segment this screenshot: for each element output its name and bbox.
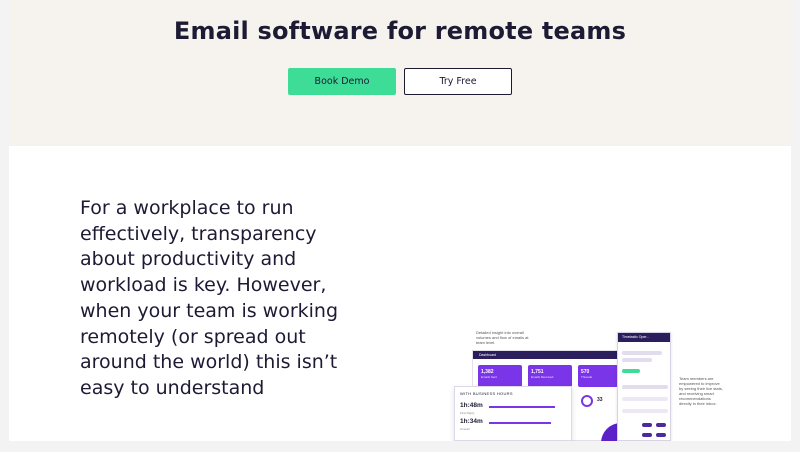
stat-card-label: Emails Sent xyxy=(481,375,498,379)
donut-icon xyxy=(581,395,593,407)
product-illustration: Detailed insight into overall volumes an… xyxy=(439,320,723,441)
page: Email software for remote teams Book Dem… xyxy=(9,0,791,441)
stat-card: 570 Threads xyxy=(578,365,618,387)
stat-card-label: Emails Received xyxy=(531,375,554,379)
stat-card-value: 1,751 xyxy=(531,369,544,375)
panel-bar xyxy=(622,397,668,401)
stat-card-value: 1,382 xyxy=(481,369,494,375)
inbox-panel: Timetastic Oper... xyxy=(617,332,671,441)
panel-button xyxy=(642,433,652,437)
hero-section: Email software for remote teams Book Dem… xyxy=(9,0,791,146)
panel-button xyxy=(642,423,652,427)
illustration-note-right: Team members are empowered to improve by… xyxy=(679,376,723,406)
panel-bar xyxy=(622,409,668,413)
panel-tag xyxy=(622,369,640,373)
metric-bar xyxy=(489,422,551,424)
business-hours-title: WITH BUSINESS HOURS xyxy=(460,391,513,396)
illustration-note-left: Detailed insight into overall volumes an… xyxy=(476,330,529,345)
panel-title: Timetastic Oper... xyxy=(618,333,670,342)
hero-title: Email software for remote teams xyxy=(173,17,627,45)
panel-button xyxy=(656,433,666,437)
panel-bar xyxy=(622,358,652,362)
panel-bar xyxy=(622,351,662,355)
metric-value: 1h:34m xyxy=(460,418,483,425)
stat-value: 33 xyxy=(597,397,603,403)
intro-paragraph: For a workplace to run effectively, tran… xyxy=(80,197,339,399)
panel-bar xyxy=(622,385,668,389)
book-demo-button[interactable]: Book Demo xyxy=(288,68,396,95)
metric-label: Overall xyxy=(460,427,470,431)
metric-value: 1h:48m xyxy=(460,402,483,409)
stat-card: 1,382 Emails Sent xyxy=(478,365,522,387)
stat-card-value: 570 xyxy=(581,369,590,375)
try-free-button[interactable]: Try Free xyxy=(404,68,512,95)
dashboard-title: Dashboard xyxy=(473,351,631,359)
metric-bar xyxy=(489,406,555,408)
stat-card: 1,751 Emails Received xyxy=(528,365,572,387)
panel-button xyxy=(656,423,666,427)
business-hours-card: WITH BUSINESS HOURS 1h:48m First Reply 1… xyxy=(454,386,572,441)
stat-card-label: Threads xyxy=(581,375,593,379)
metric-label: First Reply xyxy=(460,411,475,415)
